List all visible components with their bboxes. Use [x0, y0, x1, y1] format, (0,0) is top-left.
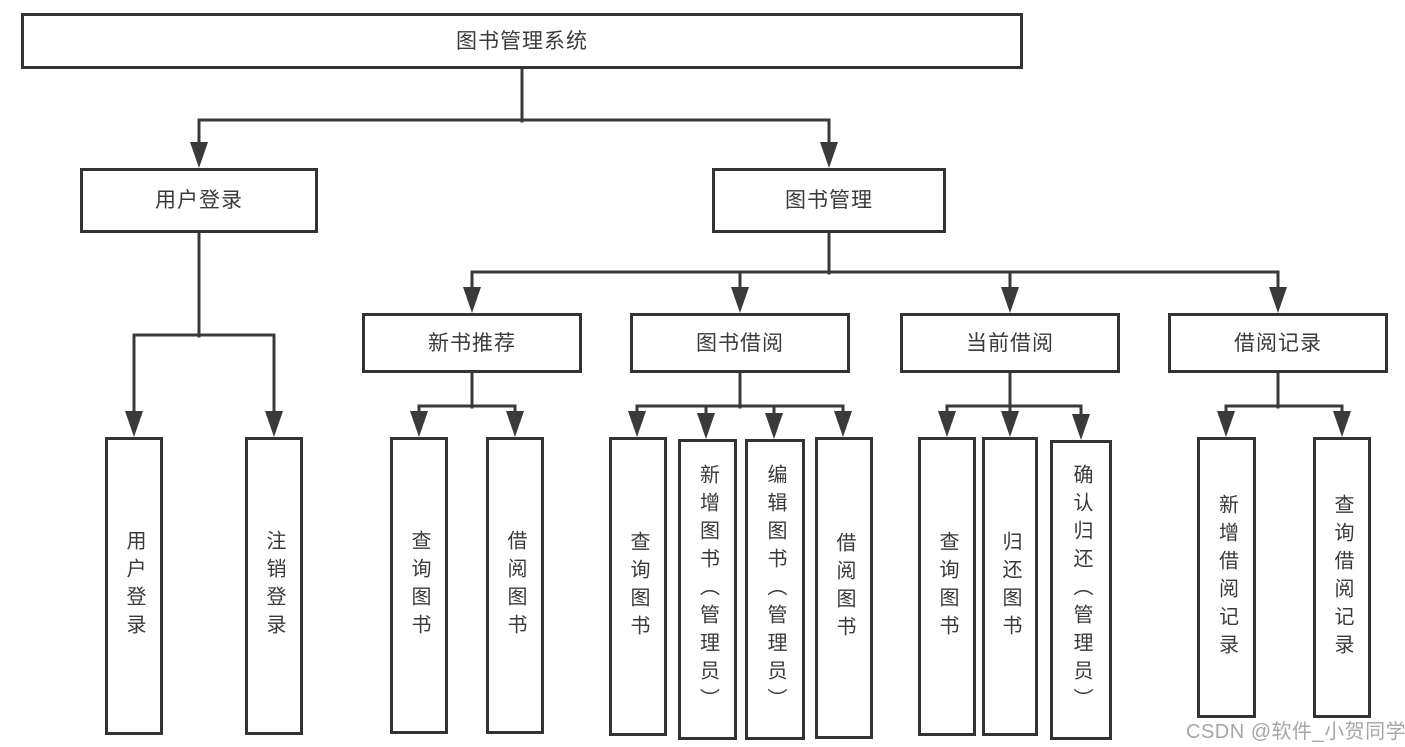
leaf-records-add-record: 新增借阅记录 — [1197, 437, 1256, 718]
leaf-current-confirm-return-admin: 确认归还（管理员） — [1050, 440, 1112, 740]
node-borrow-records: 借阅记录 — [1168, 313, 1388, 373]
leaf-current-confirm-return-admin-label: 确认归还（管理员） — [1070, 464, 1092, 716]
leaf-current-return-books: 归还图书 — [982, 437, 1038, 736]
leaf-borrow-edit-books-admin-label: 编辑图书（管理员） — [764, 463, 786, 716]
node-new-book-recommend: 新书推荐 — [362, 313, 582, 373]
node-new-book-recommend-label: 新书推荐 — [428, 331, 516, 355]
leaf-borrow-query-books: 查询图书 — [609, 437, 667, 736]
node-book-borrow-label: 图书借阅 — [696, 331, 784, 355]
watermark: CSDN @软件_小贺同学 — [1186, 721, 1405, 743]
leaf-newbook-query-books-label: 查询图书 — [408, 529, 430, 642]
leaf-borrow-borrow-books: 借阅图书 — [815, 437, 873, 739]
leaf-user-login: 用户登录 — [105, 437, 163, 735]
leaf-borrow-borrow-books-label: 借阅图书 — [833, 532, 855, 644]
node-root: 图书管理系统 — [21, 13, 1023, 69]
leaf-current-query-books-label: 查询图书 — [936, 530, 958, 643]
leaf-current-query-books: 查询图书 — [918, 437, 976, 736]
leaf-records-add-record-label: 新增借阅记录 — [1215, 493, 1238, 662]
leaf-borrow-add-books-admin-label: 新增图书（管理员） — [696, 463, 719, 716]
leaf-borrow-add-books-admin: 新增图书（管理员） — [678, 439, 737, 740]
leaf-borrow-edit-books-admin: 编辑图书（管理员） — [745, 439, 805, 740]
leaf-logout: 注销登录 — [245, 437, 303, 735]
leaf-newbook-query-books: 查询图书 — [390, 437, 448, 734]
leaf-records-query-record-label: 查询借阅记录 — [1331, 493, 1353, 662]
leaf-current-return-books-label: 归还图书 — [999, 530, 1021, 643]
node-user-login: 用户登录 — [80, 168, 318, 233]
leaf-newbook-borrow-books-label: 借阅图书 — [504, 529, 526, 642]
node-root-label: 图书管理系统 — [456, 29, 588, 53]
node-borrow-records-label: 借阅记录 — [1234, 331, 1322, 355]
leaf-records-query-record: 查询借阅记录 — [1313, 437, 1371, 718]
node-book-management-label: 图书管理 — [785, 189, 873, 212]
node-current-borrow: 当前借阅 — [900, 313, 1120, 373]
leaf-borrow-query-books-label: 查询图书 — [627, 530, 649, 643]
node-current-borrow-label: 当前借阅 — [966, 331, 1054, 355]
leaf-logout-label: 注销登录 — [263, 530, 285, 642]
leaf-newbook-borrow-books: 借阅图书 — [486, 437, 544, 734]
leaf-user-login-label: 用户登录 — [123, 530, 145, 642]
node-book-borrow: 图书借阅 — [630, 313, 850, 373]
node-user-login-label: 用户登录 — [155, 189, 243, 212]
node-book-management: 图书管理 — [712, 168, 946, 233]
